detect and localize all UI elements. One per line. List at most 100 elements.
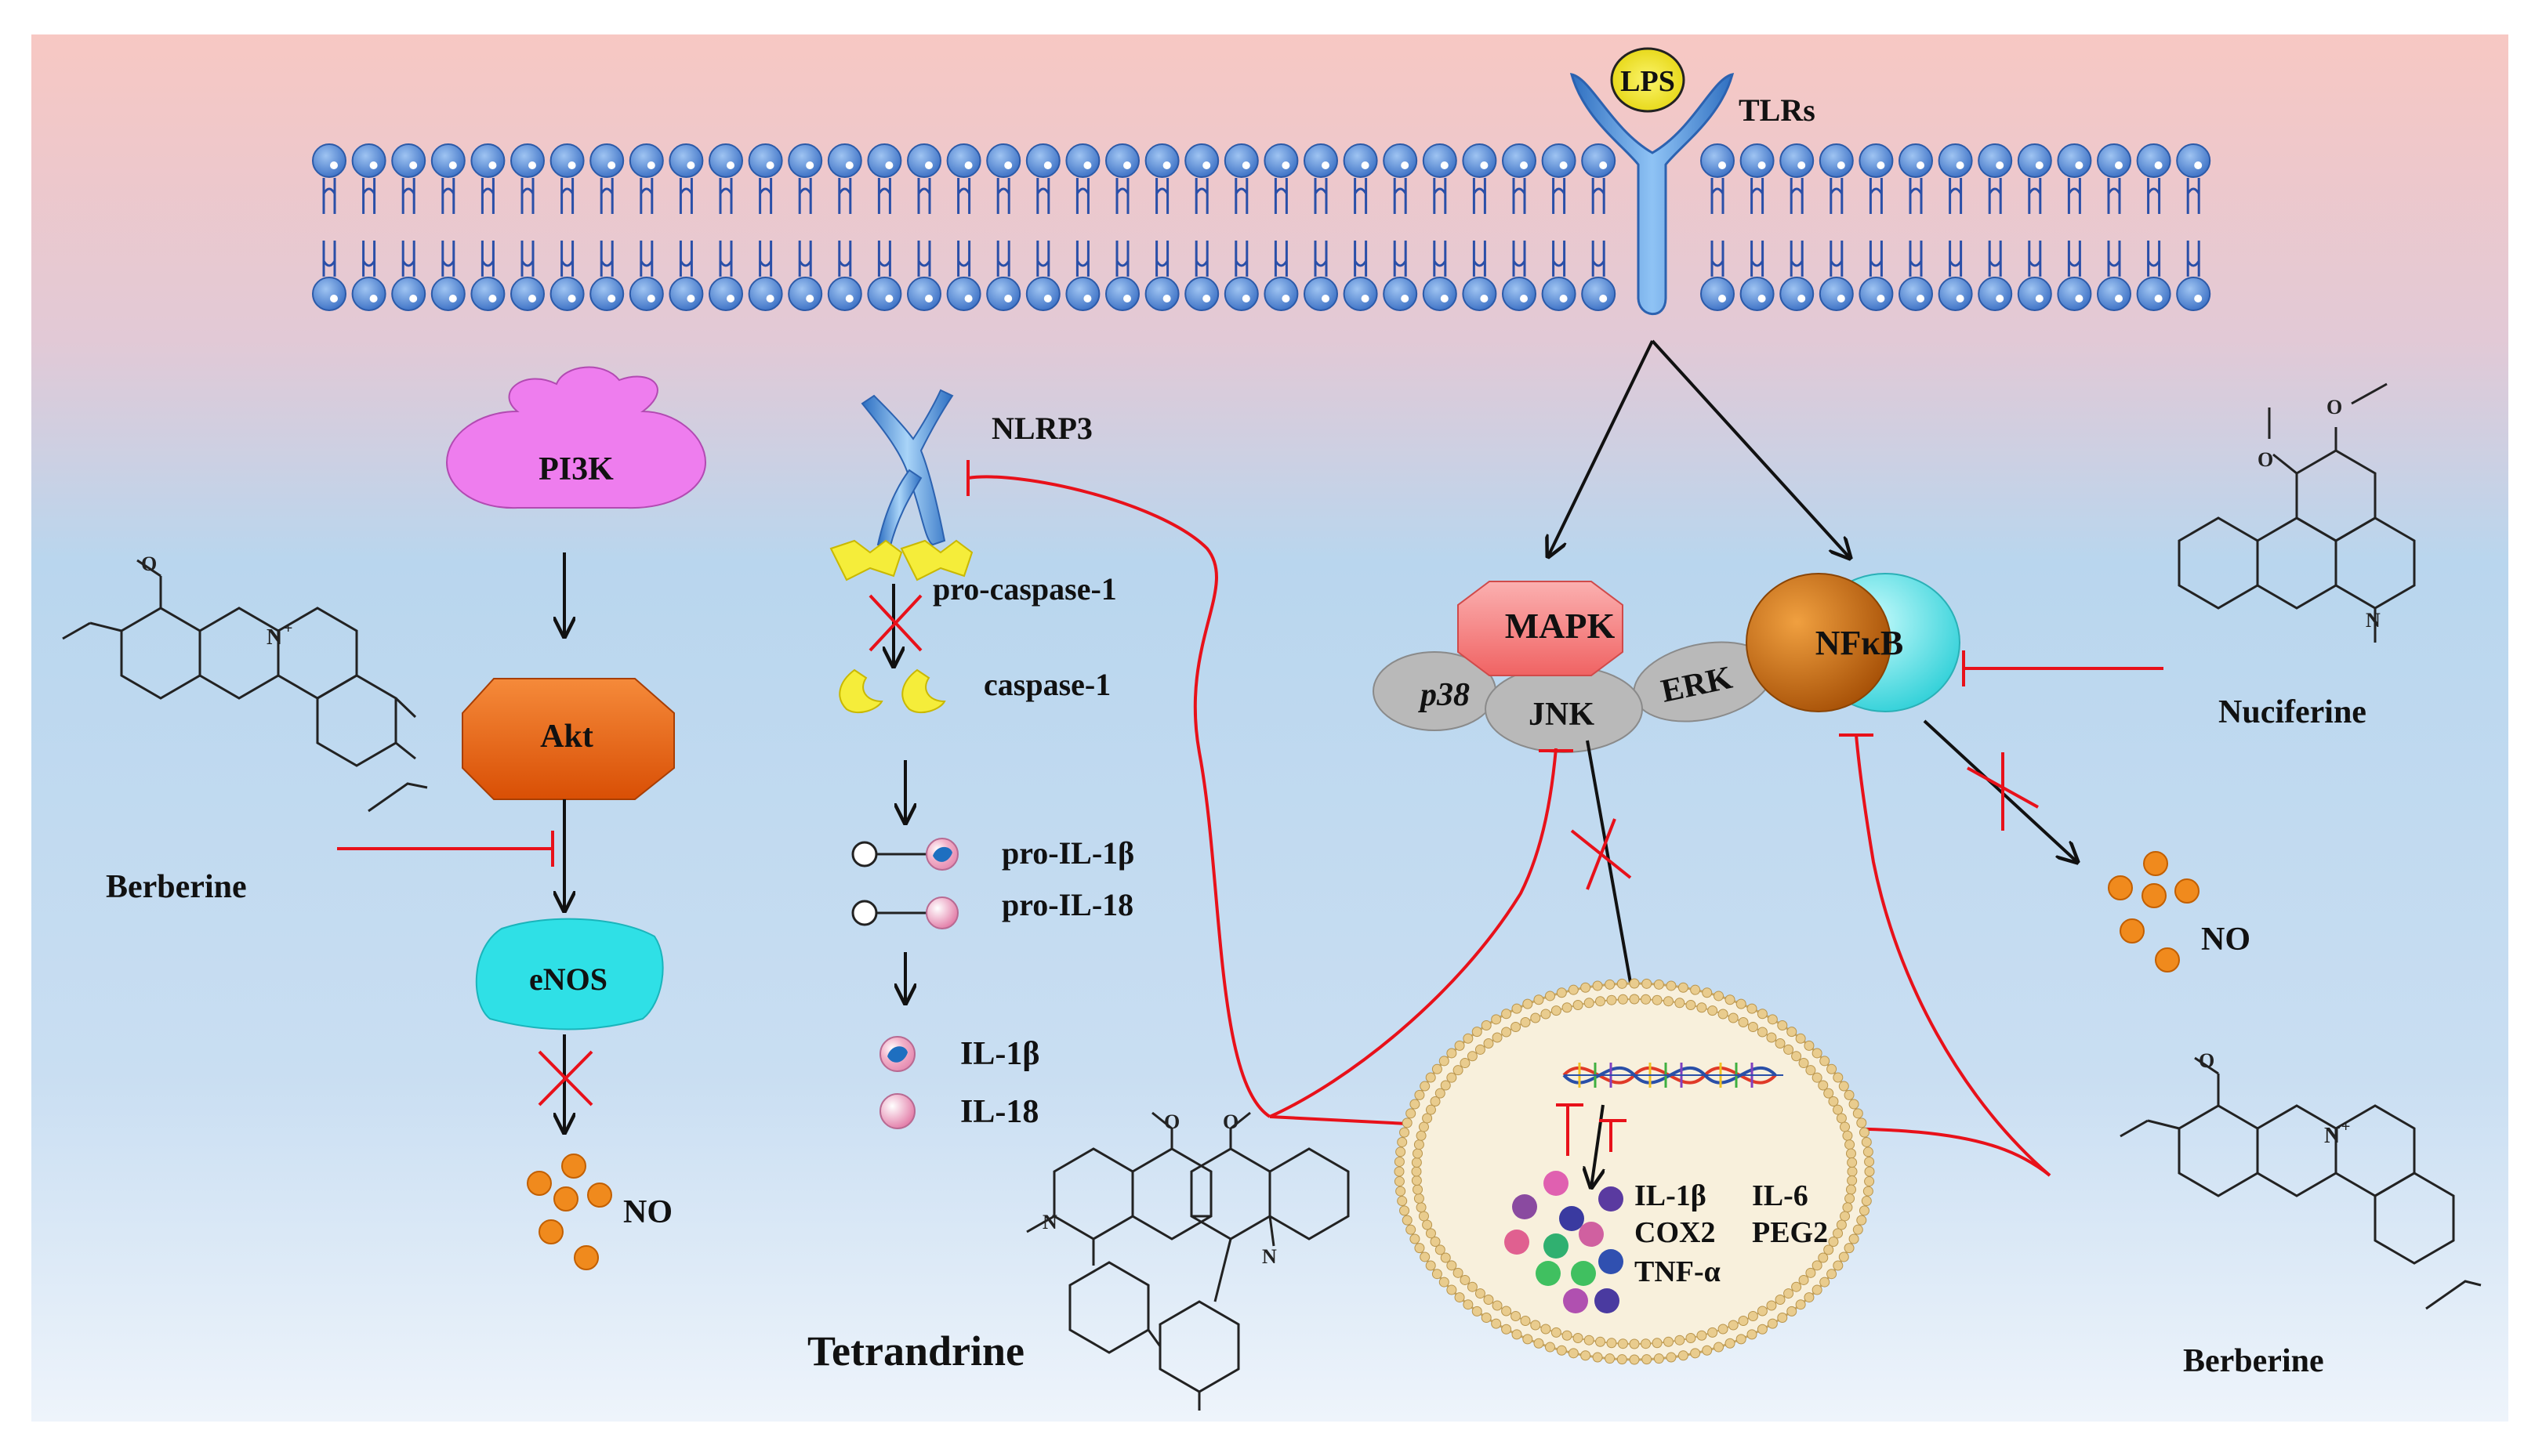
lipid-head bbox=[827, 277, 862, 311]
lipid-tail bbox=[1552, 178, 1566, 214]
block-mark-caspase bbox=[869, 594, 923, 652]
lipid-head-highlight bbox=[1559, 161, 1568, 169]
envelope-bead bbox=[1530, 1320, 1541, 1331]
envelope-bead bbox=[1431, 1269, 1442, 1280]
n-atom: N bbox=[2324, 1124, 2340, 1148]
lipid-head-highlight bbox=[1718, 161, 1726, 169]
lipid-head bbox=[1144, 277, 1180, 311]
envelope-bead bbox=[1738, 1316, 1749, 1327]
lipid-tail bbox=[1433, 241, 1447, 277]
no-label-left: NO bbox=[623, 1194, 673, 1230]
envelope-bead bbox=[1446, 1072, 1457, 1083]
lipid-head-highlight bbox=[1282, 295, 1290, 302]
n-atom: N bbox=[267, 625, 282, 650]
lipid-tail bbox=[322, 178, 336, 214]
envelope-bead bbox=[1847, 1175, 1858, 1186]
lipid-head-highlight bbox=[528, 295, 536, 302]
envelope-bead bbox=[1666, 980, 1677, 991]
lipid-head-highlight bbox=[1757, 295, 1766, 302]
lipid-head-highlight bbox=[528, 161, 536, 169]
lipid-head bbox=[2017, 277, 2052, 311]
lipid-head-highlight bbox=[1480, 161, 1489, 169]
lipid-tail bbox=[2147, 178, 2161, 214]
lipid-head bbox=[1502, 143, 1536, 178]
lipid-tail bbox=[2067, 241, 2081, 277]
lipid-tail bbox=[1909, 241, 1923, 277]
envelope-bead bbox=[1847, 1157, 1858, 1168]
envelope-bead bbox=[1786, 1027, 1797, 1038]
lipid-head-highlight bbox=[409, 161, 418, 169]
envelope-bead bbox=[1757, 1009, 1768, 1020]
envelope-bead bbox=[1833, 1104, 1844, 1115]
lipid-head bbox=[1541, 143, 1576, 178]
envelope-bead bbox=[1414, 1243, 1425, 1254]
block-mark-enos bbox=[538, 1050, 593, 1106]
envelope-bead bbox=[1440, 1252, 1451, 1263]
envelope-bead bbox=[1616, 1354, 1627, 1365]
lipid-tail bbox=[1075, 241, 1090, 277]
lipid-tail bbox=[1790, 241, 1804, 277]
envelope-bead bbox=[1501, 1027, 1512, 1038]
lipid-head-highlight bbox=[1162, 295, 1171, 302]
lipid-head-highlight bbox=[1917, 161, 1924, 169]
envelope-bead bbox=[1859, 1127, 1870, 1138]
envelope-bead bbox=[1838, 1251, 1849, 1262]
lipid-head bbox=[470, 143, 506, 178]
lipid-tail bbox=[401, 178, 415, 214]
lipid-head-highlight bbox=[1996, 295, 2004, 302]
envelope-bead bbox=[1674, 998, 1685, 1009]
lipid-head bbox=[946, 277, 981, 311]
lipid-tail bbox=[1155, 178, 1170, 214]
envelope-bead bbox=[1522, 1334, 1533, 1345]
lipid-head bbox=[1065, 277, 1101, 311]
lipid-head bbox=[709, 277, 743, 311]
lipid-head-highlight bbox=[2075, 295, 2083, 302]
lipid-head bbox=[669, 277, 704, 311]
lipid-head-highlight bbox=[1956, 161, 1964, 169]
nfkb-label: NFκB bbox=[1815, 624, 1903, 662]
lipid-head bbox=[1859, 277, 1894, 311]
envelope-bead bbox=[1696, 1330, 1707, 1341]
lipid-head bbox=[867, 277, 902, 311]
envelope-bead bbox=[1746, 1003, 1757, 1014]
envelope-bead bbox=[1663, 1336, 1674, 1347]
envelope-bead bbox=[1828, 1096, 1839, 1107]
cytokine-particles bbox=[1504, 1171, 1623, 1313]
lipid-head bbox=[1739, 277, 1775, 311]
akt-shape bbox=[462, 678, 675, 800]
il-18-label: IL-18 bbox=[960, 1094, 1039, 1130]
envelope-bead bbox=[1641, 1338, 1652, 1349]
lipid-head-highlight bbox=[1322, 295, 1329, 302]
envelope-bead bbox=[1430, 1096, 1441, 1107]
lipid-head bbox=[907, 277, 941, 311]
nuciferine-inhibits-nfkb bbox=[1962, 650, 2163, 686]
envelope-bead bbox=[1786, 1306, 1797, 1317]
lipid-head-highlight bbox=[647, 295, 655, 302]
envelope-bead bbox=[1798, 1058, 1809, 1069]
lipid-head bbox=[1978, 277, 2013, 311]
cytokine-il-1b: IL-1β bbox=[1634, 1179, 1706, 1212]
envelope-bead bbox=[1592, 1352, 1603, 1363]
envelope-bead bbox=[1595, 996, 1606, 1007]
lipid-head bbox=[549, 277, 585, 311]
caspase-1-label: caspase-1 bbox=[984, 667, 1111, 702]
envelope-bead bbox=[1859, 1205, 1870, 1216]
envelope-bead bbox=[1653, 979, 1664, 990]
lipid-head-highlight bbox=[1599, 161, 1608, 169]
envelope-bead bbox=[1418, 1211, 1429, 1222]
lipid-head bbox=[1462, 277, 1497, 311]
envelope-bead bbox=[1804, 1040, 1815, 1051]
envelope-bead bbox=[1434, 1088, 1445, 1099]
lipid-head bbox=[1422, 143, 1457, 178]
envelope-bead bbox=[1409, 1099, 1420, 1110]
lipid-head-highlight bbox=[607, 295, 616, 302]
envelope-bead bbox=[1491, 1318, 1502, 1329]
berberine-label-left: Berberine bbox=[106, 869, 247, 905]
lipid-head-highlight bbox=[1162, 161, 1171, 169]
lipid-head-highlight bbox=[369, 295, 378, 302]
lipid-head bbox=[1859, 143, 1894, 178]
envelope-bead bbox=[1413, 1148, 1423, 1159]
lipid-head bbox=[1343, 277, 1378, 311]
lipid-head bbox=[1938, 277, 1973, 311]
lipid-head bbox=[1304, 277, 1338, 311]
